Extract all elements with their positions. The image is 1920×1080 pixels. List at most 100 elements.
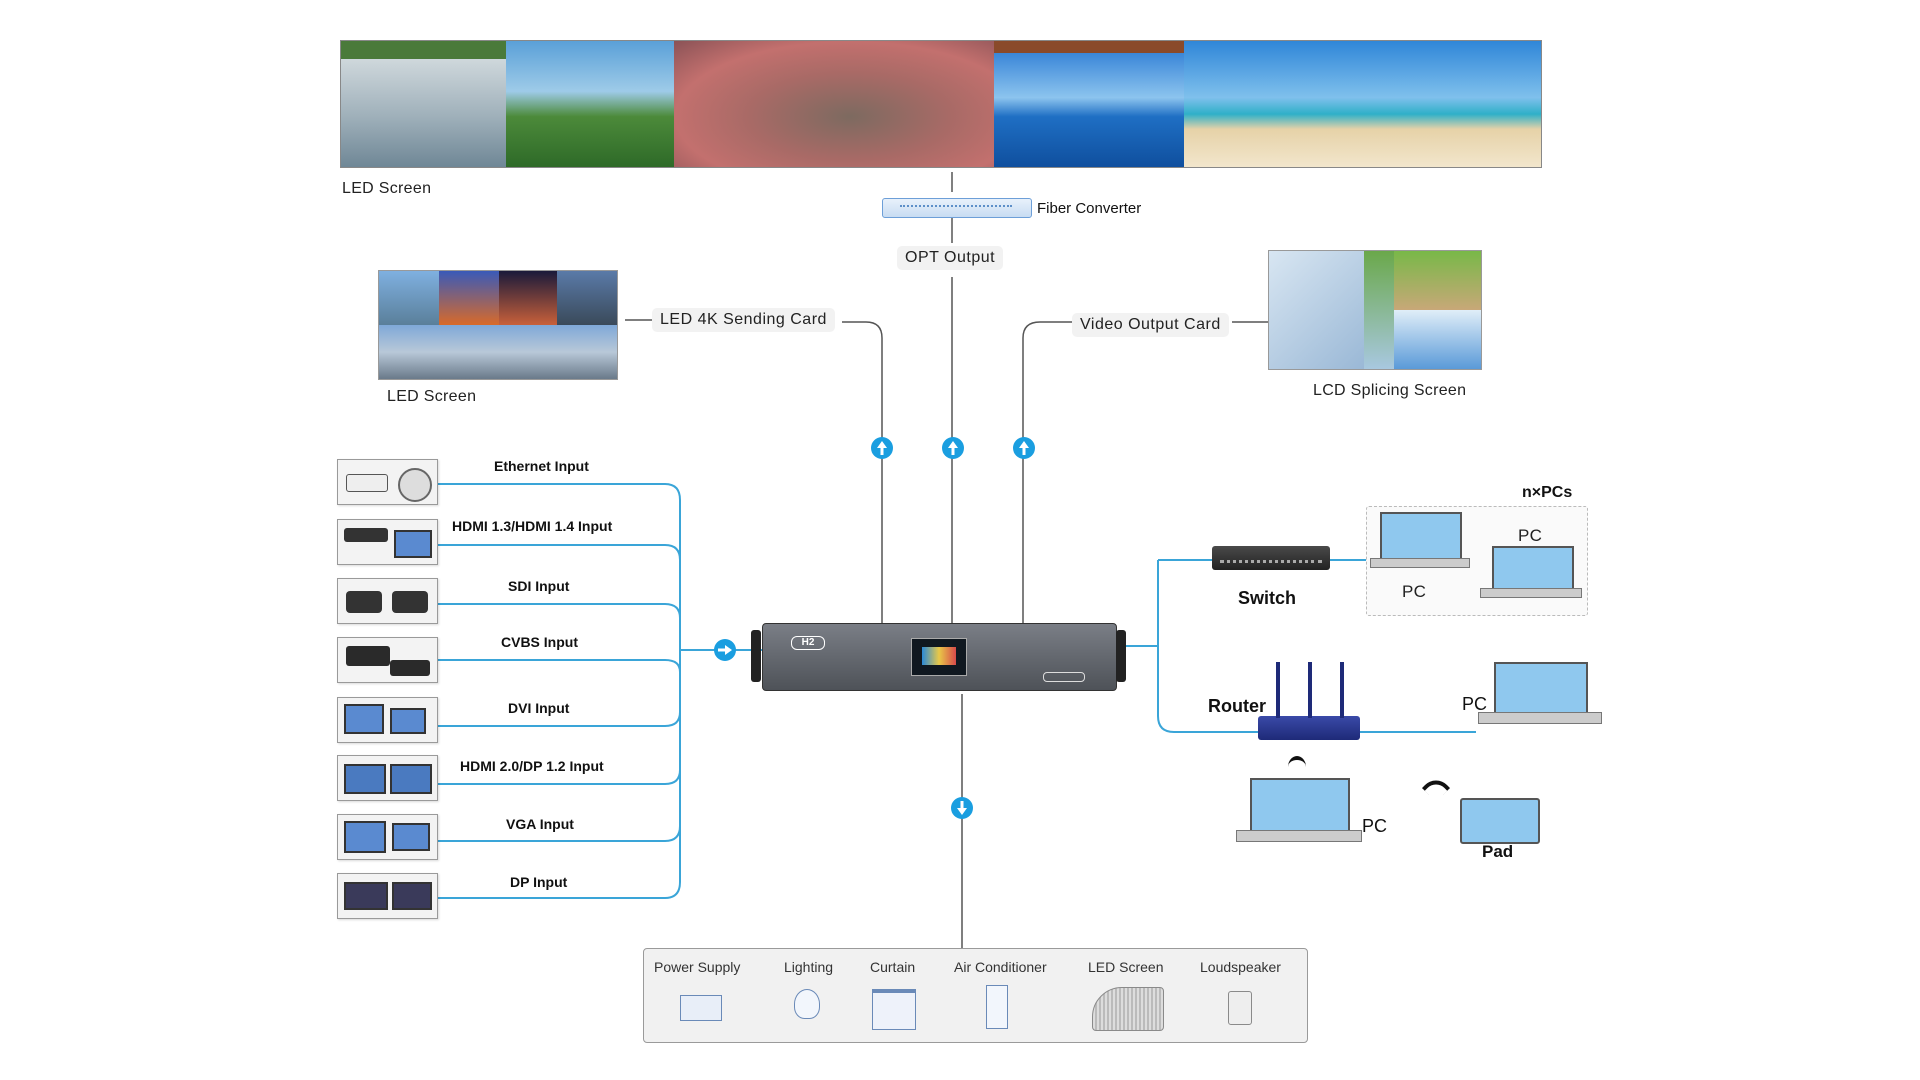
panorama-rocks [674, 41, 994, 167]
lcd-splicing-screen [1268, 250, 1482, 370]
control-label-loudspeaker: Loudspeaker [1200, 959, 1281, 975]
pc-laptop-icon-3 [1494, 662, 1588, 714]
panorama-lake [341, 41, 506, 167]
control-label-power: Power Supply [654, 959, 741, 975]
fiber-converter-label: Fiber Converter [1037, 200, 1142, 217]
processor-display [911, 638, 967, 676]
router-device [1258, 716, 1360, 740]
led-screen-top-label: LED Screen [342, 180, 432, 197]
processor-unit: H2 [751, 623, 1126, 691]
input-label-hdmi14: HDMI 1.3/HDMI 1.4 Input [452, 518, 613, 534]
npcs-label: n×PCs [1522, 484, 1573, 501]
input-thumb-vga [337, 814, 438, 860]
input-label-vga: VGA Input [506, 816, 574, 832]
pad-label: Pad [1482, 842, 1514, 861]
input-label-dvi: DVI Input [508, 700, 570, 716]
processor-badge: H2 [791, 636, 825, 650]
router-antenna-3 [1340, 662, 1344, 718]
laptop-icon-3 [390, 764, 432, 794]
air-conditioner-icon [986, 985, 1008, 1029]
camera-dome-icon [398, 468, 432, 502]
pc-laptop-icon-4 [1250, 778, 1350, 832]
pad-icon [1460, 798, 1540, 844]
pc-laptop-base-1 [1370, 558, 1470, 568]
input-label-sdi: SDI Input [508, 578, 570, 594]
pc-laptop-base-3 [1478, 712, 1602, 724]
input-thumb-dvi [337, 697, 438, 743]
desktop-pc-icon-2 [390, 708, 426, 734]
camcorder-icon [346, 591, 382, 613]
lcd-tile-laptop [1269, 251, 1364, 369]
set-top-box-icon [346, 646, 390, 666]
led-screen-top [340, 40, 1542, 168]
switch-device [1212, 546, 1330, 570]
control-label-lighting: Lighting [784, 959, 834, 975]
light-bulb-icon [794, 989, 820, 1019]
pc-laptop-base-2 [1480, 588, 1582, 598]
lcd-tile-rabbit [1394, 251, 1481, 310]
laptop-icon [394, 530, 432, 558]
pc-laptop-base-4 [1236, 830, 1362, 842]
switch-label: Switch [1238, 588, 1297, 608]
input-label-cvbs: CVBS Input [501, 634, 578, 650]
desktop-pc-icon [344, 704, 384, 734]
monitor-icon-2 [392, 882, 432, 910]
switch-ports [1220, 560, 1322, 563]
lcd-tile-blue [1394, 310, 1481, 369]
pc-laptop-icon-1 [1380, 512, 1462, 560]
input-thumb-dp [337, 873, 438, 919]
lcd-tile-green [1364, 251, 1394, 369]
input-label-dp: DP Input [510, 874, 568, 890]
arrow-markers [714, 437, 1035, 819]
small-screen-tile-3 [499, 271, 557, 325]
input-thumb-hdmi20 [337, 755, 438, 801]
led-sending-card-label: LED 4K Sending Card [652, 308, 835, 332]
input-thumb-cvbs [337, 637, 438, 683]
pc-label-1: PC [1402, 582, 1427, 601]
input-thumb-hdmi14 [337, 519, 438, 565]
fiber-converter-device [882, 198, 1032, 218]
router-antenna-1 [1276, 662, 1280, 718]
pc-laptop-icon-2 [1492, 546, 1574, 590]
curtain-icon [872, 989, 916, 1030]
led-screen-panel-icon [1092, 987, 1164, 1031]
control-label-aircon: Air Conditioner [954, 959, 1047, 975]
control-label-ledscreen: LED Screen [1088, 959, 1164, 975]
opt-output-label: OPT Output [897, 246, 1004, 270]
pc-label-3: PC [1462, 694, 1488, 714]
small-screen-bridge [379, 325, 617, 379]
pc-label-2: PC [1518, 526, 1543, 545]
processor-handle-left [751, 630, 761, 682]
display-content [922, 647, 956, 665]
small-screen-tile-1 [379, 271, 439, 325]
input-label-ethernet: Ethernet Input [494, 458, 589, 474]
desktop-pc-icon-3 [344, 821, 386, 853]
power-supply-icon [680, 995, 722, 1021]
pc-label-4: PC [1362, 816, 1388, 836]
control-label-curtain: Curtain [870, 959, 916, 975]
wifi-icon [1288, 756, 1306, 778]
player-device-icon [344, 528, 388, 542]
loudspeaker-icon [1228, 991, 1252, 1025]
processor-brand-plate [1043, 672, 1085, 682]
input-thumb-sdi [337, 578, 438, 624]
small-screen-tile-2 [439, 271, 499, 325]
set-top-box-icon-2 [390, 660, 430, 676]
laptop-icon-2 [344, 764, 386, 794]
video-output-card-label: Video Output Card [1072, 313, 1229, 337]
led-screen-small [378, 270, 618, 380]
panorama-castle [506, 41, 674, 167]
router-label: Router [1208, 696, 1266, 716]
lcd-splicing-label: LCD Splicing Screen [1313, 382, 1467, 399]
panorama-sea [994, 41, 1184, 167]
router-antenna-2 [1308, 662, 1312, 718]
panorama-beach [1184, 41, 1541, 167]
fiber-converter-ports [900, 205, 1012, 207]
input-thumb-ethernet [337, 459, 438, 505]
camcorder-icon-2 [392, 591, 428, 613]
input-label-hdmi20: HDMI 2.0/DP 1.2 Input [460, 758, 604, 774]
camera-bullet-icon [346, 474, 388, 492]
led-screen-small-label: LED Screen [387, 388, 477, 405]
monitor-icon [344, 882, 388, 910]
processor-handle-right [1116, 630, 1126, 682]
